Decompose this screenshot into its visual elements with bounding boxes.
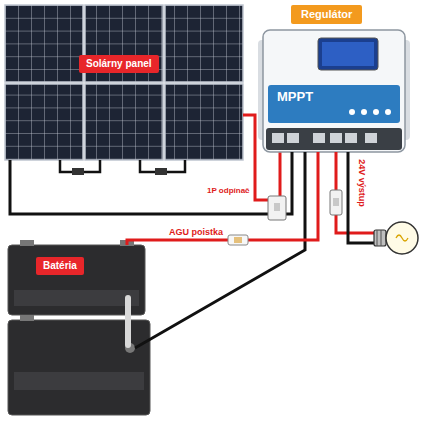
charge-controller-body: [385, 109, 391, 115]
solar-panels: [155, 168, 167, 175]
bulb: [386, 222, 418, 254]
output-breaker: [330, 190, 342, 215]
charge-controller-body: [361, 109, 367, 115]
disconnector: [274, 203, 280, 211]
fuse: [228, 235, 248, 245]
output-breaker: [333, 198, 339, 206]
solar-panels: [165, 84, 243, 160]
fuse-label: AGU poistka: [167, 227, 225, 237]
bulb: [377, 230, 381, 246]
batteries: [14, 372, 144, 390]
charge-controller-body: [373, 109, 379, 115]
batteries: [8, 245, 145, 315]
fuse: [234, 237, 242, 243]
bulb: [374, 222, 418, 254]
charge-controller-body: [365, 133, 377, 143]
solar-panel: Solárny panel: [5, 5, 243, 160]
disconnector-label: 1P odpínač: [206, 186, 251, 195]
bulb: [396, 235, 408, 241]
battery: Batéria: [8, 245, 145, 315]
panel-wire: [279, 152, 282, 198]
charge-controller-body: [263, 30, 405, 152]
batteries: [14, 290, 139, 306]
charge-controller-body: [318, 38, 378, 70]
charge-controller-body: [272, 133, 284, 143]
output-breaker: [330, 190, 342, 215]
charge-controller-body: [349, 109, 355, 115]
mppt-mark: MPPT: [277, 90, 313, 105]
solar-panels: [72, 168, 84, 175]
batteries: [20, 240, 34, 246]
fuse: [228, 235, 248, 245]
output-label: 24V výstup: [357, 158, 367, 208]
charge-controller-body: [266, 128, 402, 150]
charge-controller-body: [322, 42, 374, 66]
battery-label: Batéria: [36, 257, 84, 275]
charge-controller-body: [345, 133, 357, 143]
battery-positive-wire: [127, 152, 318, 245]
batteries: [20, 315, 34, 321]
disconnector: [268, 196, 286, 220]
solar-panels: [5, 5, 243, 175]
battery-negative-wire: [135, 152, 305, 348]
charge-controller-body: [313, 133, 325, 143]
bulb: [374, 230, 386, 246]
solar-panels: [5, 84, 83, 160]
charge-controller: RegulátorMPPT: [263, 30, 405, 152]
panel-label: Solárny panel: [79, 55, 159, 73]
battery-negative-wire: [135, 152, 305, 348]
charge-controller-body: [268, 85, 400, 123]
disconnector: [268, 196, 286, 220]
charge-controller-body: [258, 30, 410, 152]
charge-controller-body: [330, 133, 342, 143]
solar-panels: [5, 5, 83, 82]
batteries: [125, 298, 131, 345]
panel-negative-wire: [10, 152, 292, 214]
solar-panels: [85, 84, 163, 160]
batteries: [8, 240, 150, 415]
solar-panels: [165, 5, 243, 82]
output-wires: [348, 152, 374, 243]
controller-heading: Regulátor: [291, 5, 362, 24]
charge-controller-body: [287, 133, 299, 143]
